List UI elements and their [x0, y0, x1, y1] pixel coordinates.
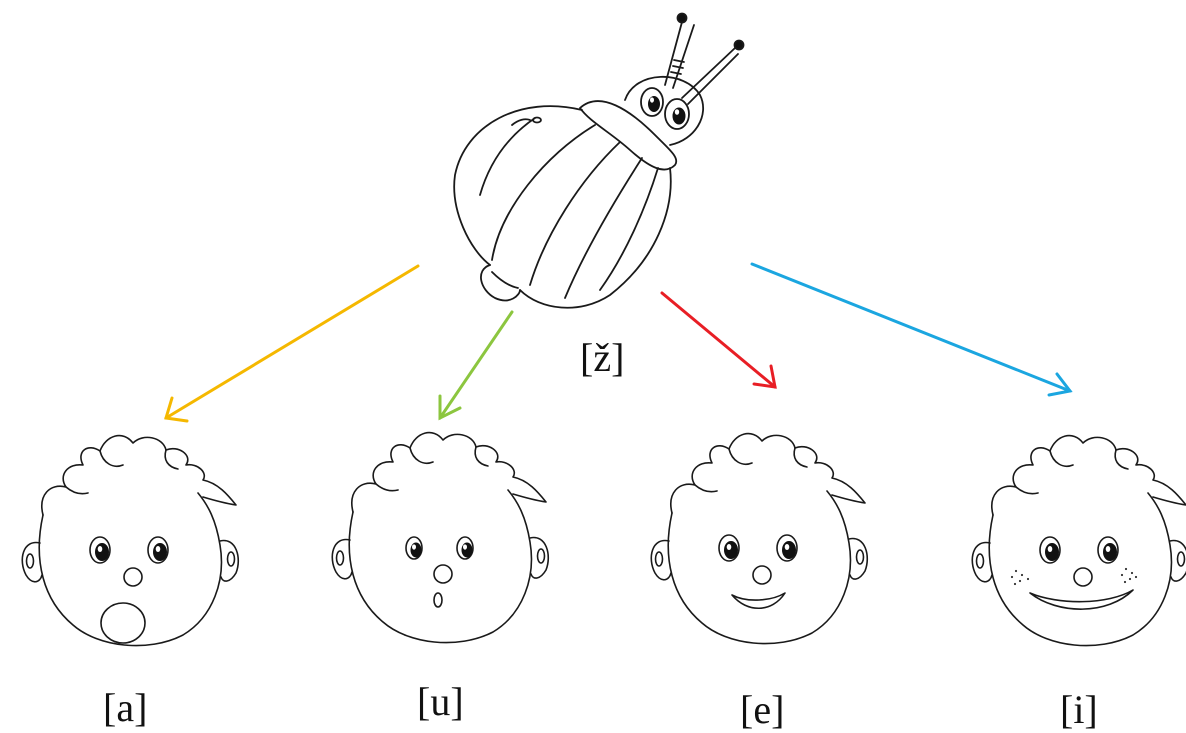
beetle-icon — [453, 12, 745, 309]
sound-label-i: [i] — [1060, 687, 1098, 732]
arrow-to-u — [438, 310, 514, 421]
boy-face-i-icon — [971, 434, 1186, 647]
sound-label-u: [u] — [417, 679, 464, 724]
boy-face-u-icon — [331, 431, 550, 644]
arrow-to-a — [164, 264, 420, 423]
beetle-sound-label: [ž] — [580, 335, 625, 380]
arrow-to-e — [660, 291, 777, 389]
boy-face-e-icon — [650, 432, 869, 645]
boy-face-a-icon — [21, 434, 240, 647]
sound-label-a: [a] — [103, 685, 148, 730]
sound-label-e: [e] — [740, 687, 785, 732]
arrow-to-i — [750, 262, 1073, 397]
